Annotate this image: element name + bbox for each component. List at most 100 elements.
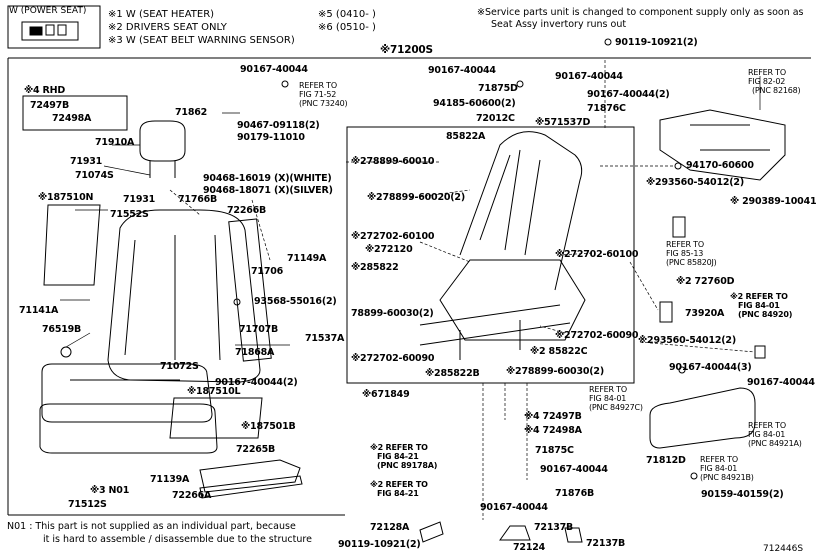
part-label: 71931	[123, 194, 156, 205]
part-label: 90167-40044	[240, 64, 308, 75]
refer-fig-label: FIG 84-01	[748, 430, 786, 439]
part-label: ※187510N	[38, 192, 94, 203]
refer-fig-label: FIG 71-52	[299, 90, 337, 99]
footnote-line-1: N01 : This part is not supplied as an in…	[7, 521, 296, 532]
part-label: ※571537D	[535, 117, 591, 128]
legend-note-1: ※1 W (SEAT HEATER)	[108, 9, 215, 20]
seat-cushion-illustration	[41, 363, 213, 423]
part-label: ※71200S	[380, 44, 433, 56]
service-note-line-2: Seat Assy invertory runs out	[491, 19, 627, 30]
refer-to-label: ※2 REFER TO	[370, 480, 428, 489]
part-label: 72266A	[172, 490, 212, 501]
part-label: ※4 72498A	[524, 425, 582, 436]
part-label: 94170-60600	[686, 160, 754, 171]
cushion-heater-mat	[169, 397, 263, 439]
refer-fig-label: FIG 84-21	[377, 452, 419, 461]
part-label: ※187510L	[187, 386, 241, 397]
part-label: 71875D	[478, 83, 518, 94]
refer-to-label: REFER TO	[666, 240, 704, 249]
part-label: 85822A	[446, 131, 486, 142]
part-label: 71074S	[75, 170, 114, 181]
part-label: ※285822	[351, 262, 399, 273]
refer-to-label: REFER TO	[589, 385, 627, 394]
figure-id: 712446S	[763, 544, 804, 554]
seat-back-frame	[459, 131, 583, 291]
part-label: 72498A	[52, 113, 92, 124]
wire-harness	[659, 109, 786, 181]
part-label: 90167-40044	[555, 71, 623, 82]
part-label: 71139A	[150, 474, 190, 485]
part-label: 90119-10921(2)	[338, 539, 421, 550]
part-label: 90167-40044	[540, 464, 608, 475]
part-label: 71812D	[646, 455, 686, 466]
part-label: ※2 85822C	[530, 346, 588, 357]
part-label: 72124	[513, 542, 546, 553]
part-label: ※293560-54012(2)	[646, 177, 744, 188]
rhd-label: ※4 RHD	[24, 85, 66, 96]
part-label: 76519B	[42, 324, 82, 335]
refer-to-label: ※2 REFER TO	[370, 443, 428, 452]
part-label: 71910A	[95, 137, 135, 148]
part-label: 71141A	[19, 305, 59, 316]
part-label: 94185-60600(2)	[433, 98, 516, 109]
back-heater-mat	[43, 204, 101, 286]
part-label: 90167-40044	[428, 65, 496, 76]
refer-fig-label: FIG 84-01	[700, 464, 738, 473]
part-label: 71862	[175, 107, 208, 118]
part-label: 71875C	[535, 445, 574, 456]
legend-note-2: ※2 DRIVERS SEAT ONLY	[108, 22, 227, 33]
part-label: ※278899-60010	[351, 156, 435, 167]
part-label: 71537A	[305, 333, 345, 344]
part-label: 72265B	[236, 444, 276, 455]
part-label: 90179-11010	[237, 132, 305, 143]
part-label: 71876B	[555, 488, 595, 499]
part-label: 90167-40044	[747, 377, 815, 388]
refer-pnc-label: (PNC 73240)	[299, 99, 348, 108]
part-label: 90119-10921(2)	[615, 37, 698, 48]
part-label: 90167-40044(2)	[587, 89, 670, 100]
refer-pnc-label: (PNC 82168)	[752, 86, 801, 95]
seat-frame-subassembly-box	[346, 126, 635, 384]
refer-fig-label: FIG 82-02	[748, 77, 786, 86]
part-label: 71766B	[178, 194, 218, 205]
part-label: 71072S	[160, 361, 199, 372]
part-label: 71707B	[239, 324, 279, 335]
refer-fig-label: FIG 84-01	[589, 394, 627, 403]
part-label: ※671849	[362, 389, 410, 400]
refer-pnc-label: (PNC 84921A)	[748, 439, 802, 448]
rhd-box	[22, 95, 128, 131]
part-label: 72266B	[227, 205, 267, 216]
part-label: ※2 72760D	[676, 276, 735, 287]
power-seat-legend-label: W (POWER SEAT)	[9, 6, 87, 16]
refer-pnc-label: (PNC 84920)	[738, 310, 793, 319]
refer-to-label: ※2 REFER TO	[730, 292, 788, 301]
refer-fig-label: FIG 85-13	[666, 249, 704, 258]
part-label: 73920A	[685, 308, 725, 319]
part-label: ※278899-60030(2)	[506, 366, 604, 377]
part-label: 72137B	[534, 522, 574, 533]
side-cover	[649, 387, 756, 449]
part-label: ※187501B	[241, 421, 296, 432]
part-label: 90468-16019 (X)(WHITE)	[203, 173, 332, 184]
part-label: 90167-40044	[480, 502, 548, 513]
part-label: 71931	[70, 156, 103, 167]
part-label: 72012C	[476, 113, 515, 124]
part-label: 71149A	[287, 253, 327, 264]
refer-to-label: REFER TO	[748, 421, 786, 430]
part-label: ※4 72497B	[524, 411, 582, 422]
power-seat-switch-box	[7, 5, 101, 49]
part-label: 71512S	[68, 499, 107, 510]
legend-note-6: ※6 (0510- )	[318, 22, 376, 33]
service-note-line-1: ※Service parts unit is changed to compon…	[477, 7, 804, 18]
refer-pnc-label: (PNC 84927C)	[589, 403, 643, 412]
part-label: 72137B	[586, 538, 626, 549]
part-label: 90159-40159(2)	[701, 489, 784, 500]
part-label: ※272702-60090	[351, 353, 435, 364]
refer-pnc-label: (PNC 85820J)	[666, 258, 717, 267]
headrest-illustration	[139, 120, 186, 162]
part-label: 90467-09118(2)	[237, 120, 320, 131]
part-label: ※293560-54012(2)	[638, 335, 736, 346]
legend-note-5: ※5 (0410- )	[318, 9, 376, 20]
part-label: 93568-55016(2)	[254, 296, 337, 307]
